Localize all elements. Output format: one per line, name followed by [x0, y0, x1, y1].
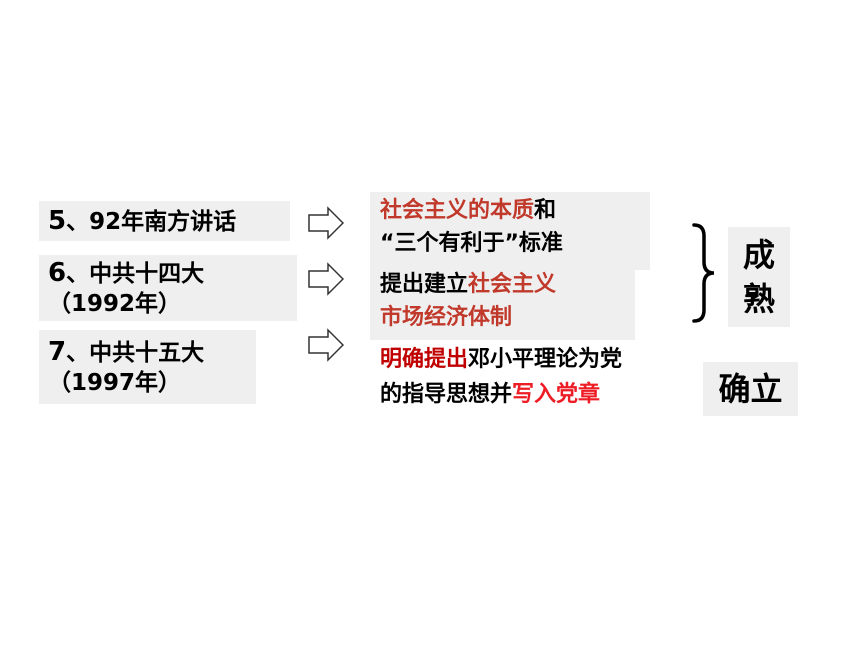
event-number: 7 — [48, 337, 67, 367]
market-economy-text: 市场经济体制 — [380, 305, 513, 330]
right-arrow-icon — [308, 206, 344, 240]
event-number: 5 — [48, 206, 67, 236]
event-year: （1997年） — [48, 370, 182, 396]
establish-text: 确立 — [718, 370, 783, 408]
deng-theory-line: 明确提出邓小平理论为党 — [380, 343, 622, 376]
propose-text: 提出建立 — [380, 272, 469, 297]
event-title: 、中共十四大 — [66, 261, 205, 287]
and-text: 和 — [534, 198, 557, 223]
deng-theory-text: 邓小平理论为党 — [468, 347, 623, 372]
content-box-upper: 社会主义的本质和 “三个有利于”标准 — [370, 192, 650, 270]
right-brace-icon — [692, 223, 715, 323]
event-title: 、中共十五大 — [66, 340, 205, 366]
party-constitution-line: 的指导思想并写入党章 — [380, 378, 600, 411]
mature-label: 成 熟 — [728, 227, 790, 327]
mature-char-1: 成 — [742, 236, 775, 274]
establish-label: 确立 — [703, 362, 798, 416]
event-title: 、92年南方讲话 — [66, 209, 237, 235]
mature-char-2: 熟 — [742, 280, 775, 318]
socialism-text: 社会主义 — [468, 272, 557, 297]
right-arrow-icon — [308, 328, 344, 362]
event-box-6: 6、中共十四大 （1992年） — [39, 255, 297, 321]
event-year: （1992年） — [48, 291, 182, 317]
three-benefits-text: “三个有利于”标准 — [380, 231, 563, 256]
right-arrow-icon — [308, 262, 344, 296]
write-into-constitution-text: 写入党章 — [512, 382, 601, 407]
clearly-propose-text: 明确提出 — [380, 347, 469, 372]
event-box-5: 5、92年南方讲话 — [39, 201, 290, 241]
guiding-thought-text: 的指导思想并 — [380, 382, 513, 407]
event-number: 6 — [48, 258, 67, 288]
event-box-7: 7、中共十五大 （1997年） — [39, 330, 256, 404]
socialism-essence-text: 社会主义的本质 — [380, 198, 535, 223]
content-box-lower: 提出建立社会主义 市场经济体制 — [370, 265, 635, 340]
